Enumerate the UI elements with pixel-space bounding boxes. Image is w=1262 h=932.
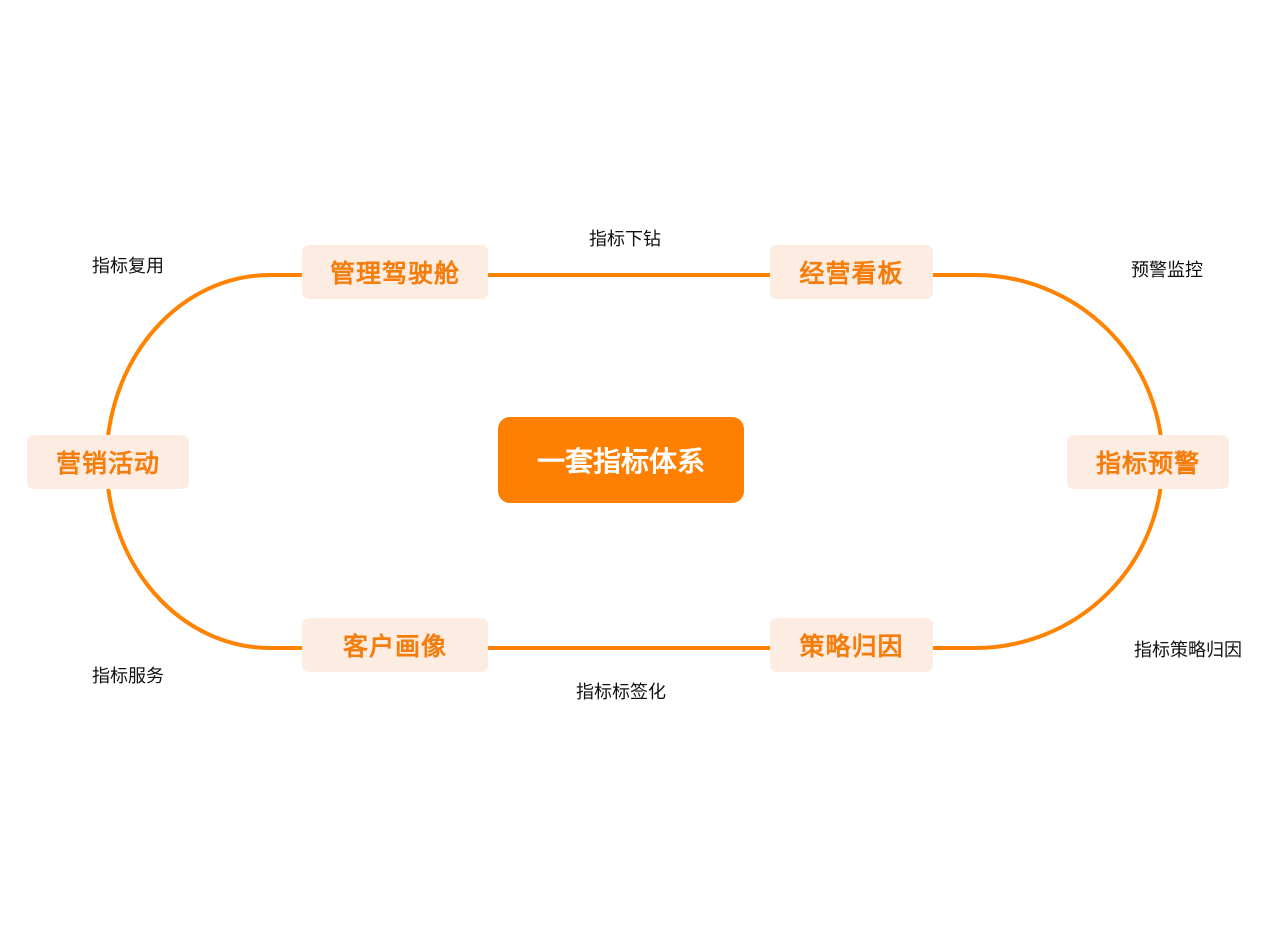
edge-label-drilldown: 指标下钻 — [589, 229, 661, 250]
node-cockpit: 管理驾驶舱 — [302, 245, 488, 299]
node-dashboard: 经营看板 — [770, 245, 933, 299]
node-portrait: 客户画像 — [302, 618, 488, 672]
edge-label-monitor: 预警监控 — [1131, 260, 1203, 281]
edge-label-strategy-attribution: 指标策略归因 — [1134, 640, 1242, 661]
node-alert: 指标预警 — [1067, 435, 1229, 489]
edge-label-reuse: 指标复用 — [92, 256, 164, 277]
center-node: 一套指标体系 — [498, 417, 744, 503]
edge-label-tagging: 指标标签化 — [576, 682, 666, 703]
node-marketing: 营销活动 — [27, 435, 189, 489]
edge-label-service: 指标服务 — [92, 666, 164, 687]
node-attribution: 策略归因 — [770, 618, 933, 672]
